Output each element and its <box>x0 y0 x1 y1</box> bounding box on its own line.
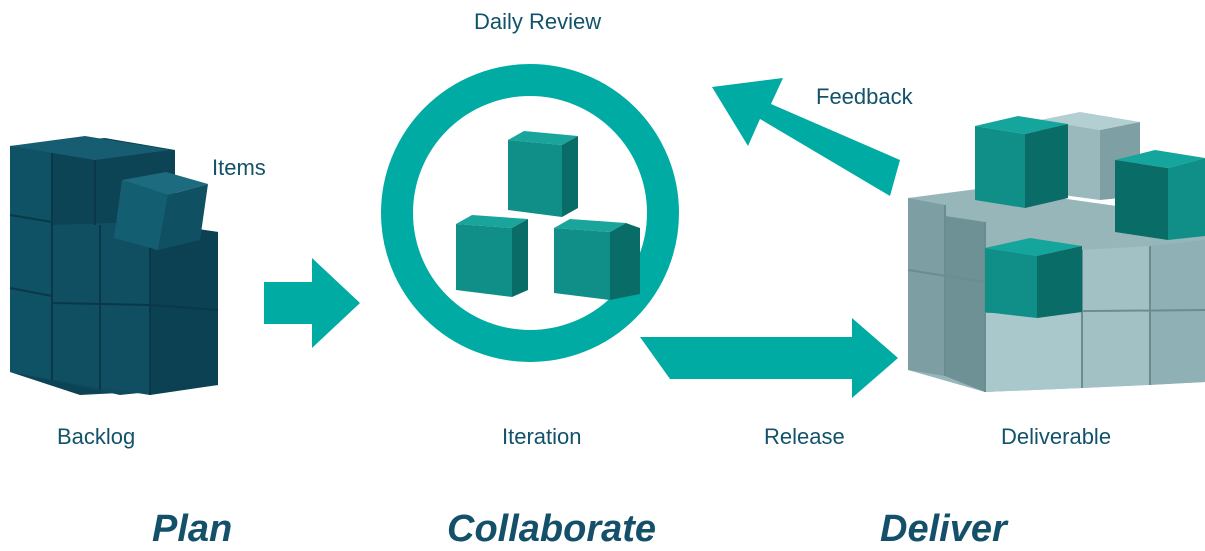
iteration-cube-right <box>554 219 640 300</box>
phase-plan: Plan <box>152 508 233 550</box>
deliverable-cubes <box>907 112 1205 392</box>
feedback-label: Feedback <box>816 84 913 109</box>
deliverable-cube-front <box>985 238 1082 318</box>
deliverable-cube-top-left <box>975 116 1068 208</box>
feedback-arrow-icon <box>712 78 900 196</box>
release-label: Release <box>764 424 845 449</box>
iteration-cube-top <box>508 131 578 217</box>
loop-ring-icon <box>381 64 679 362</box>
deliverable-label: Deliverable <box>1001 424 1112 449</box>
phase-deliver: Deliver <box>880 508 1007 550</box>
iteration-cube-left <box>456 215 528 297</box>
deliverable-cube-right <box>1115 150 1205 240</box>
backlog-cubes <box>9 136 219 395</box>
phase-collaborate: Collaborate <box>447 508 657 550</box>
iteration-label: Iteration <box>502 424 582 449</box>
daily-review-label: Daily Review <box>474 9 602 34</box>
right-arrow-icon <box>264 258 360 348</box>
items-label: Items <box>212 155 266 180</box>
loose-cube <box>114 172 208 250</box>
release-arrow-icon <box>640 318 898 398</box>
iteration-cubes <box>456 131 640 300</box>
backlog-label: Backlog <box>57 424 136 449</box>
